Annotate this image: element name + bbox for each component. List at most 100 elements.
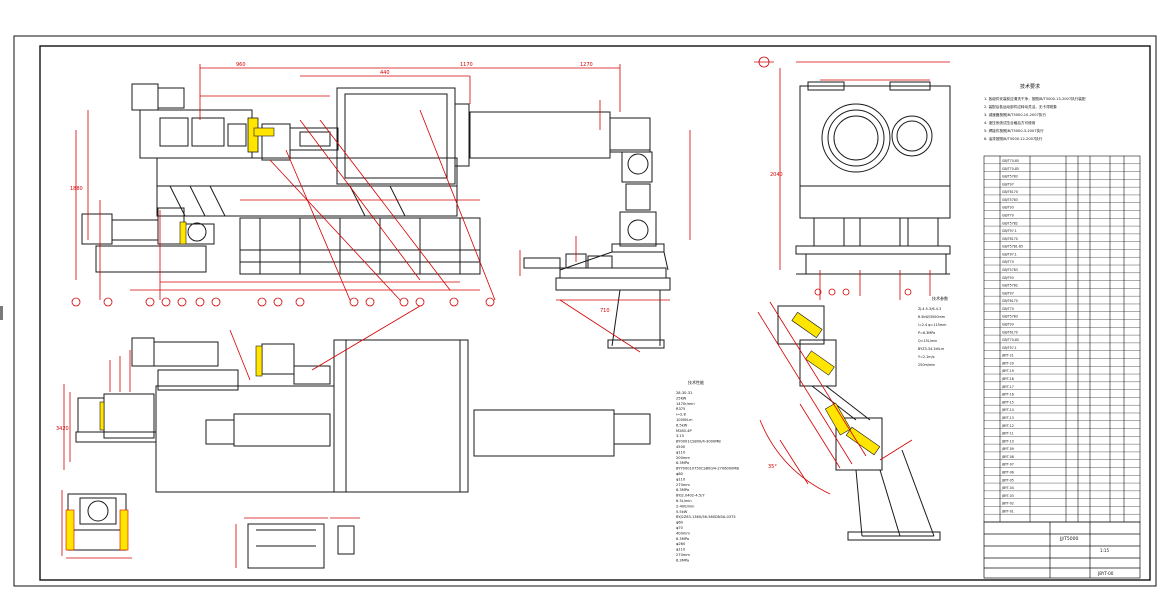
bom-row: GB/T70-85 (1002, 159, 1019, 163)
spec-line: 6.3MPa (676, 537, 689, 541)
bom-row: JBYT-07 (1001, 463, 1014, 467)
bom-row: JBYT-10 (1001, 439, 1014, 443)
bom-rows: GB/T70-85GB/T70-85GB/T5783GB/T97GB/T6170… (984, 159, 1140, 515)
left-spec-line: ZJ-4.5-3/6-4.3 (918, 307, 941, 311)
spec-line: 200mm (676, 456, 690, 460)
spec-line: 1000N.m (676, 418, 693, 422)
bom-row: GB/T5782 (1002, 221, 1018, 225)
scale-marker (754, 56, 774, 68)
bom-row: GB/T70 (1002, 307, 1014, 311)
title-block-name: JJ/T5000 (1059, 536, 1079, 542)
front-view-leader-circles (71, 297, 495, 307)
plan-view-dimensions (63, 305, 421, 470)
front-view-highlights (179, 117, 275, 245)
spec-line: 2-400/min (676, 504, 694, 508)
dim-height-right: 2040 (770, 172, 783, 178)
bom-row: GB/T6170 (1002, 299, 1018, 303)
spec-line: 6.3MPa (676, 488, 689, 492)
side-view (523, 117, 671, 349)
inclined-view (777, 305, 941, 541)
sheet-outer-frame (13, 35, 1157, 587)
spec-line: BYJ2.0402-4.5/7 (676, 494, 705, 498)
spec-line: 5.5kW (676, 510, 688, 514)
bom-row: JBYT-11 (1001, 432, 1014, 436)
bom-row: JBYT-21 (1001, 354, 1014, 358)
technical-notes: 技术要求 1. 各组件安装前应清洗干净，按照JB/T5000.13-2007执行… (984, 83, 1086, 141)
note-line: 1. 各组件安装前应清洗干净，按照JB/T5000.13-2007执行装配 (984, 96, 1086, 101)
note-line: 6. 油漆按照JB/T5000.12-2007执行 (984, 136, 1043, 141)
bom-row: GB/T5783 (1002, 198, 1018, 202)
dim-top-left: 960 (236, 62, 246, 68)
spec-line: 25KW (676, 396, 687, 400)
spec-line: 28-30-31 (676, 391, 692, 395)
spec-line: 6.5kW (676, 423, 688, 427)
plan-view-highlights (99, 345, 263, 431)
section-view-dimensions (61, 490, 132, 559)
spec-line: φ110 (676, 548, 686, 552)
dim-height-left: 1880 (70, 186, 83, 192)
note-line: 4. 液压系统试压合格后方可使用 (984, 120, 1036, 125)
left-spec-line: Y=2.1m/s (918, 355, 935, 359)
bom-row: GB/T6170 (1002, 190, 1018, 194)
bom-row: GB/T70 (1002, 260, 1014, 264)
bom-row: JBYT-06 (1001, 470, 1014, 474)
spec-table: 技术性能 28-30-3125KW1470r/minR375i=2.81000N… (676, 379, 740, 562)
bom-row: GB/T97 (1002, 182, 1014, 186)
spec-line: φ80 (676, 472, 684, 476)
spec-heading: 技术性能 (688, 379, 704, 385)
title-block-scale: 1:15 (1100, 548, 1109, 553)
left-spec-line: BYZ3-34.1kN.m (918, 347, 945, 351)
left-spec-line: 250m/min (918, 363, 935, 367)
bom-row: GB/T6170 (1002, 330, 1018, 334)
spec-line: BY0001CS800/4-3000MB (676, 440, 721, 444)
bom-row: GB/T70-85 (1002, 167, 1019, 171)
spec-line: φ70 (676, 526, 684, 530)
bom-row: JBYT-02 (1001, 502, 1014, 506)
spec-line: φ60 (676, 521, 684, 525)
spec-line: M280-4P (676, 429, 693, 433)
spec-line: 400mm (676, 531, 690, 535)
bom-row: GB/T5783 (1002, 268, 1018, 272)
note-line: 3. 减速器按照JB/T5000.10-2007执行 (984, 112, 1046, 117)
inclined-view-dimensions (757, 301, 913, 495)
bom-row: JBYT-08 (1001, 455, 1014, 459)
spec-line: 6.3MPa (676, 461, 689, 465)
section-view (67, 493, 127, 551)
bom-row: GB/T5783 (1002, 175, 1018, 179)
title-block (983, 521, 1141, 579)
bom-row: JBYT-09 (1001, 447, 1014, 451)
dim-top-right: 1270 (580, 62, 593, 68)
bom-table (983, 155, 1141, 523)
bom-row: GB/T6170 (1002, 237, 1018, 241)
bom-row: JBYT-17 (1001, 385, 1014, 389)
spec-line: 270mm (676, 483, 690, 487)
spec-line: 3.15 (676, 434, 684, 438)
spec-line: 270mm (676, 553, 690, 557)
spec-line: R375 (676, 407, 685, 411)
dim-top-mid2: 1170 (460, 62, 473, 68)
detail-view-dimensions (235, 517, 360, 568)
spec-line: i=2.8 (676, 413, 686, 417)
bom-row: GB/T97 (1002, 291, 1014, 295)
spec-line: 6.3L/min (676, 499, 692, 503)
title-block-drawing-number: JBYT-00 (1097, 571, 1114, 576)
bom-row: JBYT-12 (1001, 424, 1014, 428)
bom-row: GB/T5781-85 (1002, 245, 1023, 249)
spec-line: BYJ2Z63.1360/56-560DN3A-0375 (676, 515, 736, 519)
bom-row: JBYT-15 (1001, 400, 1014, 404)
front-view-dimensions (75, 64, 621, 301)
spec-line: BYY00010750CS800/4-2706000MB (676, 467, 740, 471)
dim-plan-overall: 3420 (56, 426, 69, 432)
side-view-dimensions (519, 100, 691, 353)
section-view-highlights (65, 509, 129, 551)
spec-line: φ260 (676, 542, 686, 546)
dim-angle: 35° (768, 464, 777, 470)
page-edge-marker (0, 306, 3, 320)
bom-row: GB/T97.1 (1002, 346, 1017, 350)
bom-row: JBYT-13 (1001, 416, 1014, 420)
spec-line: φ110 (676, 450, 686, 454)
left-spec-line: P=6.3MPa (918, 331, 935, 335)
note-line: 2. 装配后各运动部件应转动灵活，无卡滞现象 (984, 104, 1057, 109)
spec-lines: 28-30-3125KW1470r/minR375i=2.81000N.m6.5… (676, 391, 740, 562)
